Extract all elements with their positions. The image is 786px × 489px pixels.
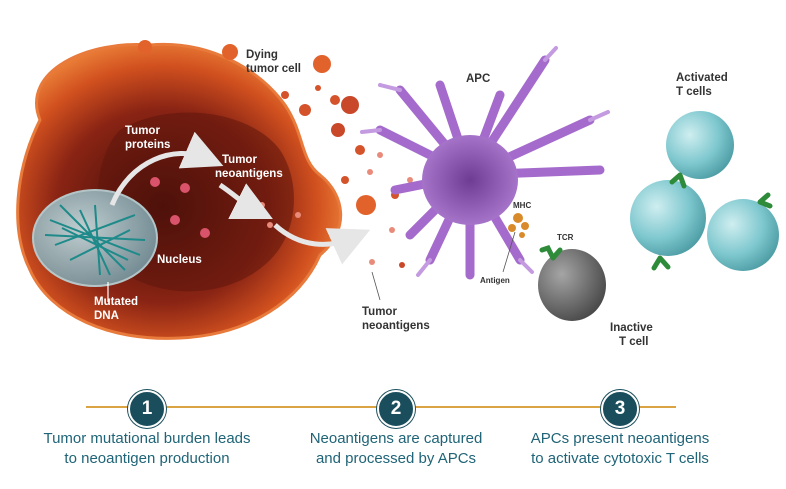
label-mutated-dna-2: DNA xyxy=(94,310,119,322)
label-tumor-neoantigens-inner-1: Tumor xyxy=(222,154,257,166)
label-apc: APC xyxy=(466,73,490,85)
tcr-receptor xyxy=(539,244,563,261)
label-dying-tumor-cell-1: Dying xyxy=(246,49,278,61)
label-tumor-neoantigens-outer-2: neoantigens xyxy=(362,320,430,332)
step-1-number: 1 xyxy=(128,390,166,428)
step-3-line-1: APCs present neoantigens xyxy=(530,430,710,447)
label-tumor-proteins-2: proteins xyxy=(125,139,170,151)
label-antigen: Antigen xyxy=(480,276,510,285)
label-tumor-neoantigens-outer-1: Tumor xyxy=(362,306,397,318)
step-2-line-1: Neoantigens are captured xyxy=(309,430,483,447)
step-2-description: Neoantigens are captured and processed b… xyxy=(276,429,516,469)
inactive-t-cell xyxy=(538,244,606,321)
label-activated-t-cells-1: Activated xyxy=(676,72,728,84)
label-tumor-neoantigens-inner-2: neoantigens xyxy=(215,168,283,180)
step-1-line-2: to neoantigen production xyxy=(64,450,230,467)
label-tumor-proteins-1: Tumor xyxy=(125,125,160,137)
activated-t-cells xyxy=(630,111,779,271)
nucleus xyxy=(32,189,158,302)
label-nucleus: Nucleus xyxy=(157,254,202,266)
biology-diagram: Dying tumor cell Tumor proteins Tumor ne… xyxy=(16,40,779,348)
step-3-description: APCs present neoantigens to activate cyt… xyxy=(500,429,740,469)
step-2-number: 2 xyxy=(377,390,415,428)
apc-cell xyxy=(360,46,610,280)
label-mhc: MHC xyxy=(513,201,531,210)
neoantigen-pointer xyxy=(371,271,381,301)
step-3-number: 3 xyxy=(601,390,639,428)
step-1-line-1: Tumor mutational burden leads xyxy=(43,430,251,447)
dying-tumor-cell xyxy=(16,40,405,340)
step-3-line-2: to activate cytotoxic T cells xyxy=(531,450,709,467)
step-2-line-2: and processed by APCs xyxy=(315,450,477,467)
label-mutated-dna-1: Mutated xyxy=(94,296,138,308)
label-activated-t-cells-2: T cells xyxy=(676,86,712,98)
label-tcr: TCR xyxy=(557,233,574,242)
mutated-dna-strands xyxy=(44,204,146,276)
step-1-description: Tumor mutational burden leads to neoanti… xyxy=(27,429,267,469)
process-arrows xyxy=(109,131,371,265)
label-inactive-t-cell-1: Inactive xyxy=(610,322,653,334)
label-dying-tumor-cell-2: tumor cell xyxy=(246,63,301,75)
label-inactive-t-cell-2: T cell xyxy=(619,336,648,348)
mhc-antigen-complex xyxy=(508,213,529,238)
